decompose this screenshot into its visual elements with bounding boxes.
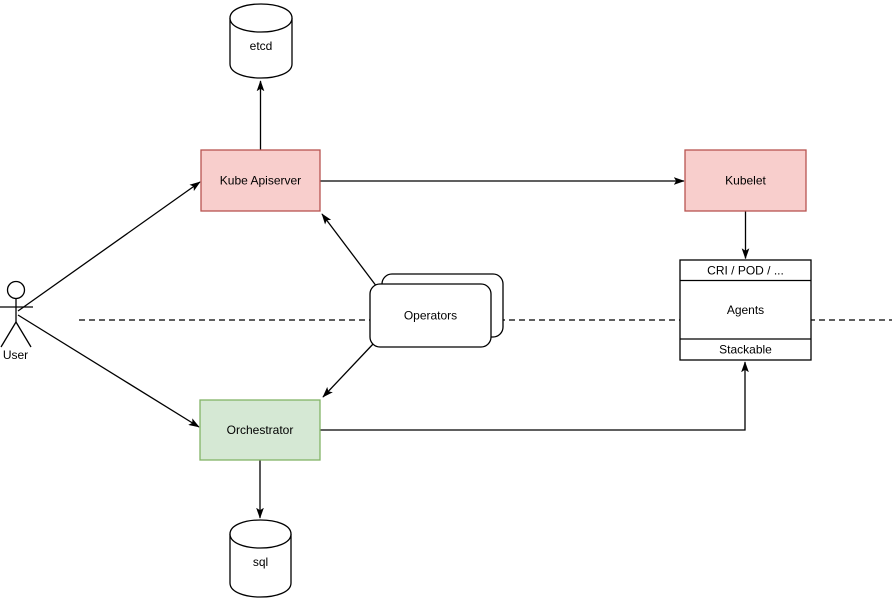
- kubelet-label: Kubelet: [725, 174, 766, 188]
- edge-user-to-kube-apiserver: [17, 181, 201, 312]
- sql-cylinder-lip: [229, 533, 292, 549]
- node-kubelet: Kubelet: [684, 149, 807, 212]
- edge-orchestrator-to-stackable: [320, 361, 749, 431]
- edge-operators-to-kube-apiserver: [321, 213, 378, 288]
- operators-label: Operators: [404, 309, 457, 323]
- kubelet-box: [684, 149, 807, 212]
- agents-label: Agents: [727, 303, 764, 317]
- edge-user-to-orchestrator: [17, 314, 200, 428]
- edges-layer: [17, 80, 750, 519]
- node-sql: sql: [229, 519, 292, 598]
- user-actor-legs: [0, 321, 32, 348]
- orchestrator-label: Orchestrator: [227, 423, 294, 437]
- kube-apiserver-box: [200, 149, 321, 212]
- cri-pod-label: CRI / POD / ...: [707, 264, 784, 278]
- node-agents-stack: CRI / POD / ... Agents Stackable: [679, 259, 812, 361]
- kube-apiserver-label: Kube Apiserver: [220, 174, 301, 188]
- node-user: User: [0, 280, 33, 362]
- node-kube-apiserver: Kube Apiserver: [200, 149, 321, 212]
- user-actor-head: [6, 280, 26, 300]
- node-operators: Operators: [369, 273, 504, 348]
- agents-stack-box: [679, 259, 812, 361]
- stackable-label: Stackable: [719, 343, 772, 357]
- node-etcd: etcd: [229, 3, 293, 79]
- etcd-cylinder-lip: [229, 17, 293, 33]
- orchestrator-box: [199, 399, 321, 461]
- user-label: User: [3, 348, 28, 362]
- edge-operators-to-orchestrator: [322, 342, 375, 398]
- etcd-label: etcd: [250, 39, 273, 53]
- sql-label: sql: [253, 555, 268, 569]
- node-orchestrator: Orchestrator: [199, 399, 321, 461]
- operators-front-box: [369, 283, 492, 348]
